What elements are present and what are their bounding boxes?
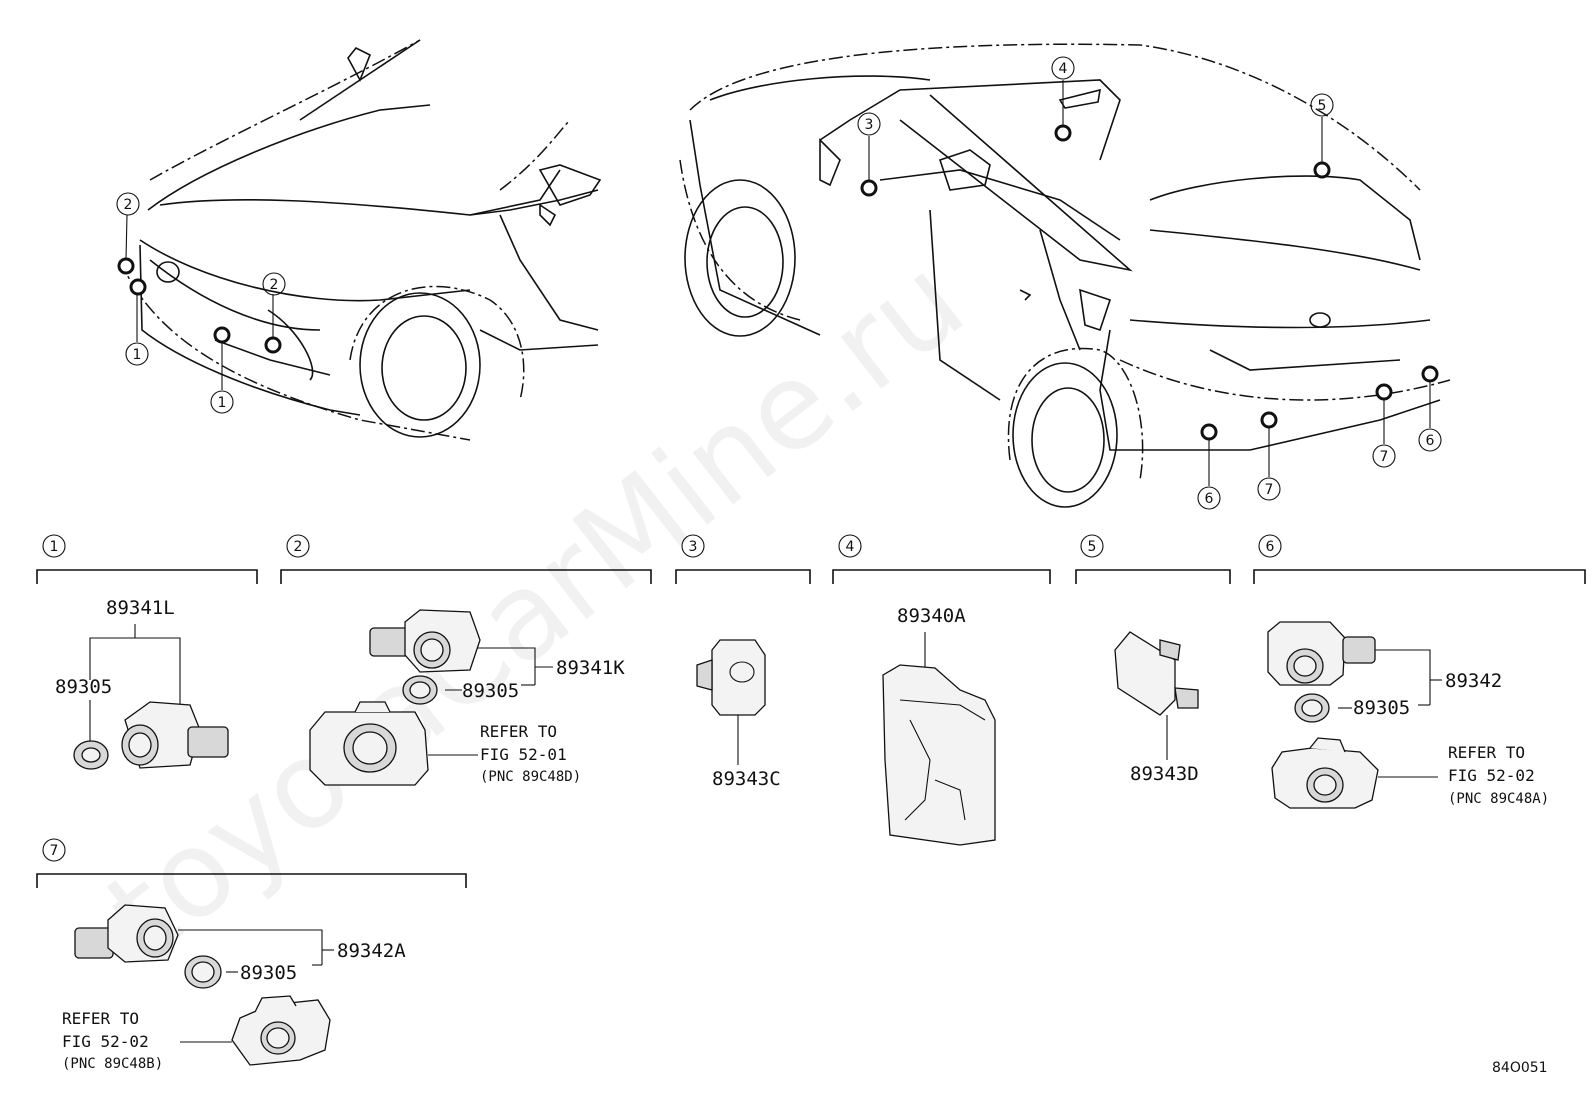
section-header-2: 2	[280, 534, 652, 584]
svg-text:5: 5	[1088, 539, 1097, 555]
control-module	[882, 664, 996, 846]
callout-bubble: 7	[1372, 444, 1396, 468]
refer-to-pnc: (PNC 89C48D)	[480, 769, 581, 785]
svg-text:2: 2	[124, 197, 133, 213]
svg-text:5: 5	[1318, 98, 1327, 114]
svg-text:4: 4	[846, 539, 855, 555]
refer-to-line2: FIG 52-02	[62, 1032, 149, 1051]
parking-sensor	[369, 627, 411, 657]
rear-car-illustration: 3 4 5 6 7 7 6	[679, 43, 1451, 510]
part-number-89341L: 89341L	[106, 597, 175, 619]
figure-id: 84O051	[1492, 1060, 1548, 1076]
svg-text:1: 1	[50, 539, 59, 555]
front-car-illustration: 2 2 1 1	[116, 39, 602, 441]
svg-text:6: 6	[1426, 433, 1435, 449]
callout-bubble: 1	[210, 390, 234, 414]
callout-bubble: 6	[1197, 486, 1221, 510]
part-number-89305: 89305	[462, 680, 519, 702]
section-6-parts: 89342 89305 REFER TO FIG 52-02 (PNC 89C4…	[1267, 621, 1549, 809]
section-7-parts: 89342A 89305 REFER TO FIG 52-02 (PNC 89C…	[62, 904, 406, 1072]
callout-bubble: 1	[125, 342, 149, 366]
svg-text:1: 1	[218, 395, 227, 411]
section-header-7: 7	[36, 838, 467, 888]
section-header-1: 1	[36, 534, 258, 584]
parking-sensor	[74, 927, 114, 959]
part-number-89305: 89305	[240, 962, 297, 984]
callout-bubble: 5	[1310, 93, 1334, 117]
callout-bubble: 2	[262, 272, 286, 296]
section-header-6: 6	[1253, 534, 1586, 584]
refer-to-line2: FIG 52-02	[1448, 766, 1535, 785]
section-2-parts: 89341K 89305 REFER TO FIG 52-01 (PNC 89C…	[309, 609, 625, 786]
svg-text:1: 1	[133, 347, 142, 363]
callout-bubble: 7	[1257, 477, 1281, 501]
svg-text:7: 7	[50, 843, 59, 859]
svg-text:6: 6	[1205, 491, 1214, 507]
section-header-5: 5	[1075, 534, 1231, 584]
section-header-4: 4	[832, 534, 1051, 584]
callout-bubble: 2	[116, 192, 140, 216]
section-header-3: 3	[675, 534, 811, 584]
part-number-89342A: 89342A	[337, 940, 406, 962]
refer-to-line1: REFER TO	[62, 1009, 139, 1028]
part-number-89343D: 89343D	[1130, 763, 1199, 785]
refer-to-line1: REFER TO	[1448, 743, 1525, 762]
part-number-89305: 89305	[55, 676, 112, 698]
svg-text:4: 4	[1059, 61, 1068, 77]
svg-text:2: 2	[270, 277, 279, 293]
section-5-parts: 89343D	[1114, 631, 1199, 785]
part-number-89343C: 89343C	[712, 768, 781, 790]
refer-to-line1: REFER TO	[480, 722, 557, 741]
part-number-89305: 89305	[1353, 697, 1410, 719]
svg-text:3: 3	[865, 117, 874, 133]
section-headers: 1 2 3 4 5 6 7	[36, 534, 1586, 888]
part-number-89340A: 89340A	[897, 605, 966, 627]
part-number-89342: 89342	[1445, 670, 1502, 692]
svg-text:7: 7	[1265, 482, 1274, 498]
callout-bubble: 4	[1051, 56, 1075, 80]
callout-bubble: 3	[857, 112, 881, 136]
svg-text:2: 2	[294, 539, 303, 555]
watermark: toyotaCarMine.ru	[82, 232, 989, 983]
refer-to-line2: FIG 52-01	[480, 745, 567, 764]
refer-to-pnc: (PNC 89C48B)	[62, 1056, 163, 1072]
section-1-parts: 89341L 89305	[55, 597, 229, 770]
part-number-89341K: 89341K	[556, 657, 625, 679]
callout-bubble: 6	[1418, 428, 1442, 452]
sensor-module	[711, 639, 766, 716]
section-4-parts: 89340A	[882, 605, 996, 846]
svg-text:6: 6	[1266, 539, 1275, 555]
section-3-parts: 89343C	[696, 639, 781, 790]
svg-text:7: 7	[1380, 449, 1389, 465]
refer-to-pnc: (PNC 89C48A)	[1448, 791, 1549, 807]
svg-text:3: 3	[689, 539, 698, 555]
